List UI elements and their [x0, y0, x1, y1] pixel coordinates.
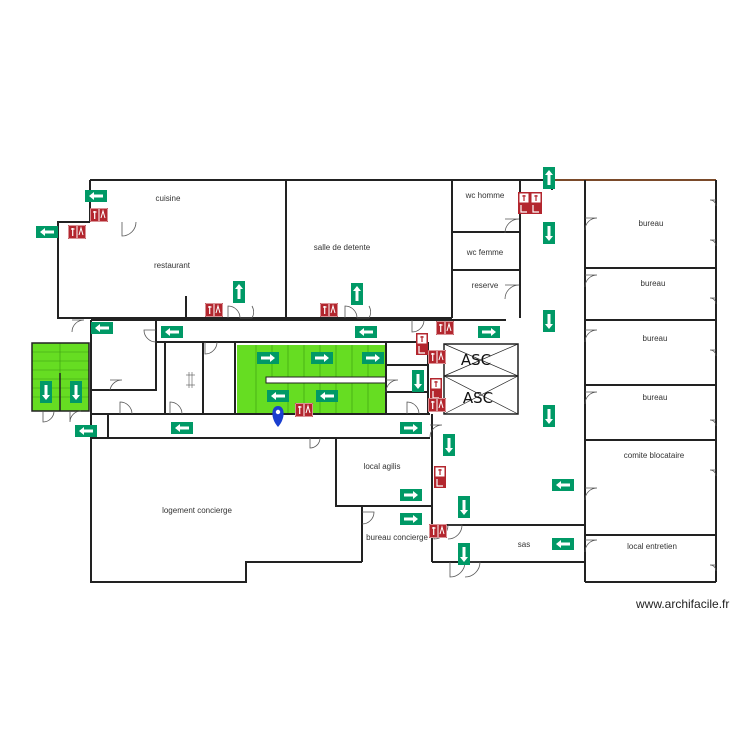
exit-sign-left-icon: [552, 538, 574, 550]
radiator: [186, 372, 195, 388]
fire-hose-icon: [416, 333, 428, 355]
walls: [31, 179, 717, 583]
exit-sign-right-icon: [257, 352, 279, 364]
fire-hose-icon: [434, 466, 446, 488]
elevator-crosses: [443, 343, 519, 415]
exit-sign-down-icon: [412, 370, 424, 392]
exit-sign-left-icon: [355, 326, 377, 338]
location-pin-icon: [272, 406, 284, 427]
room-bureau-2: bureau: [641, 279, 666, 288]
room-local-entretien: local entretien: [627, 542, 677, 551]
archifacile-watermark: www.archifacile.fr: [636, 597, 730, 611]
fire-extinguisher-icon: [320, 303, 338, 317]
fire-extinguisher-icon: [428, 350, 446, 364]
exit-sign-right-icon: [400, 513, 422, 525]
exit-sign-down-icon: [443, 434, 455, 456]
room-bureau-3: bureau: [643, 334, 668, 343]
fire-extinguisher-icon: [429, 524, 447, 538]
fire-extinguisher-icon: [436, 321, 454, 335]
exit-sign-left-icon: [75, 425, 97, 437]
exit-sign-right-icon: [400, 489, 422, 501]
exit-sign-right-icon: [478, 326, 500, 338]
room-salle-de-detente: salle de detente: [314, 243, 371, 252]
fire-hose-icon: [518, 192, 530, 214]
exit-sign-left-icon: [171, 422, 193, 434]
room-wc-femme: wc femme: [466, 248, 504, 257]
exit-sign-left-icon: [91, 322, 113, 334]
room-bureau-1: bureau: [639, 219, 664, 228]
room-local-agilis: local agilis: [364, 462, 401, 471]
exit-sign-up-icon: [543, 167, 555, 189]
exit-sign-down-icon: [543, 222, 555, 244]
exit-sign-down-icon: [543, 405, 555, 427]
elevator-label-1: ASC: [461, 351, 491, 369]
room-wc-homme: wc homme: [465, 191, 505, 200]
room-bureau-4: bureau: [643, 393, 668, 402]
fire-extinguisher-icon: [90, 208, 108, 222]
exit-sign-down-icon: [458, 543, 470, 565]
room-reserve: reserve: [472, 281, 499, 290]
exit-sign-left-icon: [36, 226, 58, 238]
room-cuisine: cuisine: [156, 194, 181, 203]
fire-hose-icon: [430, 378, 442, 400]
fire-extinguisher-icon: [68, 225, 86, 239]
exit-sign-up-icon: [351, 283, 363, 305]
fire-extinguisher-icon: [205, 303, 223, 317]
room-labels: cuisine restaurant salle de detente wc h…: [154, 191, 685, 551]
room-restaurant: restaurant: [154, 261, 191, 270]
exit-sign-left-icon: [85, 190, 107, 202]
elevator-label-2: ASC: [463, 389, 493, 407]
exit-sign-left-icon: [161, 326, 183, 338]
fire-extinguisher-icon: [428, 398, 446, 412]
exit-sign-left-icon: [316, 390, 338, 402]
fire-extinguisher-icon: [295, 403, 313, 417]
room-sas: sas: [518, 540, 530, 549]
room-logement-concierge: logement concierge: [162, 506, 232, 515]
exit-sign-down-icon: [70, 381, 82, 403]
exit-sign-down-icon: [40, 381, 52, 403]
exit-sign-left-icon: [552, 479, 574, 491]
doors: [42, 199, 717, 578]
room-comite-blocataire: comite blocataire: [624, 451, 685, 460]
exit-sign-down-icon: [458, 496, 470, 518]
exit-sign-right-icon: [311, 352, 333, 364]
exit-sign-left-icon: [267, 390, 289, 402]
exit-sign-right-icon: [400, 422, 422, 434]
exit-sign-down-icon: [543, 310, 555, 332]
fire-hose-icon: [530, 192, 542, 214]
room-bureau-concierge: bureau concierge: [366, 533, 428, 542]
exit-sign-up-icon: [233, 281, 245, 303]
exit-sign-right-icon: [362, 352, 384, 364]
